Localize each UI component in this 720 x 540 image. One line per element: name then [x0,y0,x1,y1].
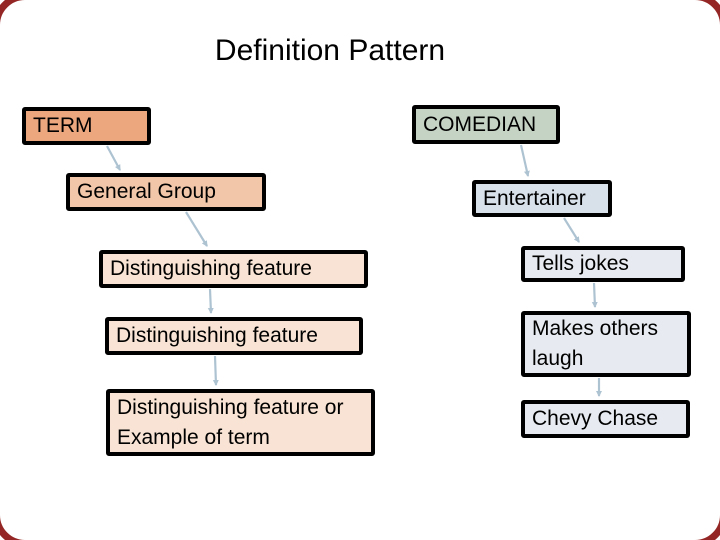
connector-feature1-feature2 [207,288,214,314]
connector-generalgroup-feature1 [185,211,208,247]
connector-term-generalgroup [106,145,121,171]
comedian-box: COMEDIAN [412,105,560,144]
makes-others-laugh-box: Makes others laugh [521,311,691,377]
connector-comedian-entertainer [519,144,530,177]
distinguishing-feature-1-box: Distinguishing feature [99,250,368,288]
chevy-chase-box: Chevy Chase [521,400,690,438]
connector-feature2-example [212,355,219,386]
connector-entertainer-tellsjokes [563,217,580,243]
tells-jokes-box: Tells jokes [521,246,685,282]
term-box: TERM [22,107,151,145]
distinguishing-feature-or-example-box: Distinguishing feature or Example of ter… [106,389,375,456]
distinguishing-feature-2-box: Distinguishing feature [105,317,363,355]
slide-title: Definition Pattern [214,34,446,67]
connector-tellsjokes-makesothers [591,282,598,308]
general-group-box: General Group [66,173,266,211]
entertainer-box: Entertainer [472,180,612,217]
